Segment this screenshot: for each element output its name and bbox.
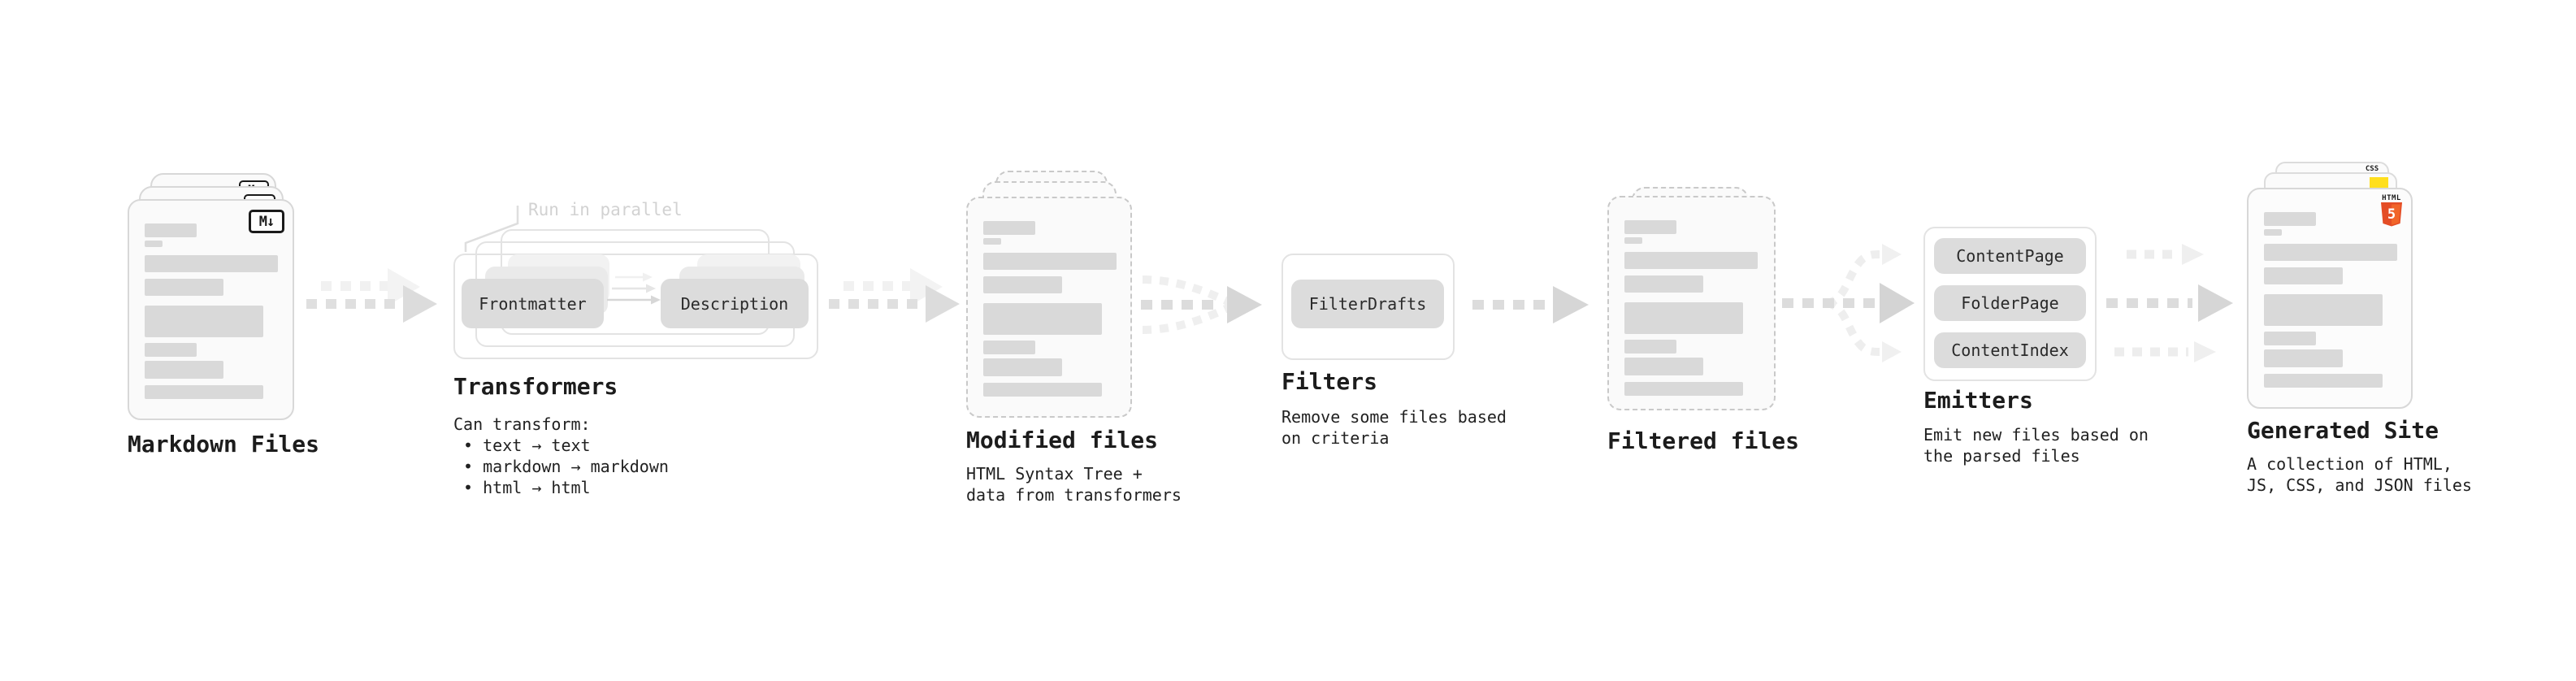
arrow-markdown-to-transformers xyxy=(306,268,437,323)
arrow-filters-to-filtered xyxy=(1472,286,1589,323)
filter-pill-filterdrafts: FilterDrafts xyxy=(1291,280,1444,328)
transformers-bullet-3: • html → html xyxy=(453,478,591,497)
text-line-bar xyxy=(983,358,1062,376)
text-line-bar xyxy=(2264,294,2383,326)
arrow-modified-to-filters xyxy=(1141,275,1262,334)
doc-content-placeholder xyxy=(1624,220,1758,396)
text-line-bar xyxy=(145,306,263,337)
run-in-parallel-leader-line xyxy=(464,206,519,252)
js-icon xyxy=(2370,177,2388,189)
html5-icon: HTML 5 xyxy=(2379,194,2404,232)
transformer-inner-arrows xyxy=(607,272,661,305)
text-line-bar xyxy=(145,385,263,399)
text-line-bar xyxy=(983,276,1062,293)
generated-file-card-html: HTML 5 xyxy=(2247,188,2413,409)
text-line-bar xyxy=(145,223,197,237)
transformers-bullet-2: • markdown → markdown xyxy=(453,457,669,476)
text-line-bar xyxy=(145,241,163,247)
stage-title-filters: Filters xyxy=(1281,368,1378,395)
text-line-bar xyxy=(1624,237,1642,244)
html5-icon-label: HTML xyxy=(2382,194,2401,202)
modified-file-card xyxy=(966,197,1132,418)
text-line-bar xyxy=(983,303,1102,335)
stage-title-transformers: Transformers xyxy=(453,373,618,400)
stage-title-markdown-files: Markdown Files xyxy=(128,431,320,458)
arrow-emitters-to-generated xyxy=(2106,244,2233,362)
text-line-bar xyxy=(1624,275,1703,293)
text-line-bar xyxy=(145,361,223,379)
arrow-transformers-to-modified xyxy=(829,268,960,323)
markdown-file-card: M↓ xyxy=(128,199,294,420)
transformer-frame xyxy=(453,254,818,359)
text-line-bar xyxy=(2264,374,2383,388)
arrow-filtered-to-emitters xyxy=(1782,244,1915,362)
text-line-bar xyxy=(2264,212,2316,226)
stage-title-modified-files: Modified files xyxy=(966,427,1159,453)
emitter-pill-contentpage: ContentPage xyxy=(1934,238,2086,274)
filters-description: Remove some files based on criteria xyxy=(1281,407,1507,448)
transformers-bullet-1: • text → text xyxy=(453,436,591,455)
text-line-bar xyxy=(983,221,1035,235)
transformer-pill-description: Description xyxy=(661,279,809,328)
text-line-bar xyxy=(2264,267,2343,284)
text-line-bar xyxy=(1624,252,1758,269)
text-line-bar xyxy=(145,255,278,272)
text-line-bar xyxy=(1624,358,1703,375)
text-line-bar xyxy=(2264,332,2316,345)
generated-site-description: A collection of HTML, JS, CSS, and JSON … xyxy=(2247,454,2472,495)
text-line-bar xyxy=(2264,229,2282,236)
text-line-bar xyxy=(1624,220,1676,234)
markdown-icon: M↓ xyxy=(249,210,284,233)
doc-content-placeholder xyxy=(145,223,278,399)
transformer-pill-frontmatter: Frontmatter xyxy=(462,279,604,328)
text-line-bar xyxy=(983,340,1035,354)
emitter-pill-folderpage: FolderPage xyxy=(1934,285,2086,321)
modified-files-description: HTML Syntax Tree + data from transformer… xyxy=(966,464,1182,505)
svg-text:5: 5 xyxy=(2387,206,2396,223)
text-line-bar xyxy=(983,383,1102,397)
stage-title-emitters: Emitters xyxy=(1923,387,2033,414)
stage-title-generated-site: Generated Site xyxy=(2247,417,2439,444)
html5-shield: 5 xyxy=(2381,202,2402,227)
stage-title-filtered-files: Filtered files xyxy=(1607,427,1800,454)
text-line-bar xyxy=(2264,349,2343,367)
emitter-pill-contentindex: ContentIndex xyxy=(1934,332,2086,368)
emitters-description: Emit new files based on the parsed files xyxy=(1923,425,2149,466)
transformers-description-heading: Can transform: xyxy=(453,414,591,434)
text-line-bar xyxy=(1624,302,1743,334)
css-icon-label: CSS xyxy=(2365,165,2379,173)
text-line-bar xyxy=(145,279,223,296)
text-line-bar xyxy=(145,343,197,357)
text-line-bar xyxy=(1624,382,1743,396)
run-in-parallel-note: Run in parallel xyxy=(528,200,683,219)
filtered-file-card xyxy=(1607,196,1776,410)
text-line-bar xyxy=(2264,244,2397,261)
text-line-bar xyxy=(983,253,1117,270)
doc-content-placeholder xyxy=(983,221,1117,397)
doc-content-placeholder xyxy=(2264,212,2397,388)
text-line-bar xyxy=(1624,340,1676,354)
text-line-bar xyxy=(983,238,1001,245)
